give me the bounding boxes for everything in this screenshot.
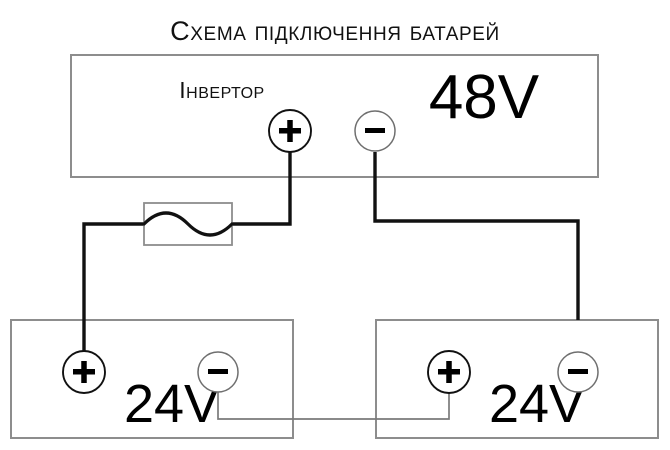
wire-series-link-batteries bbox=[217, 392, 450, 420]
inverter-box bbox=[70, 54, 599, 178]
inverter-negative-terminal[interactable] bbox=[354, 110, 396, 152]
battery-right-negative-terminal[interactable] bbox=[557, 351, 599, 393]
wire-inverter-minus-to-battery-right bbox=[373, 152, 580, 320]
page-title: Схема підключення батарей bbox=[170, 16, 500, 46]
battery-left-negative-terminal[interactable] bbox=[197, 351, 239, 393]
fuse-symbol bbox=[142, 202, 234, 246]
inverter-positive-terminal[interactable] bbox=[268, 109, 312, 153]
wire-inverter-plus-to-fuse bbox=[232, 152, 292, 226]
inverter-voltage-label: 48V bbox=[429, 63, 540, 132]
battery-right-positive-terminal[interactable] bbox=[427, 350, 471, 394]
wire-fuse-to-battery-left-plus bbox=[82, 222, 144, 352]
battery-left-positive-terminal[interactable] bbox=[62, 350, 106, 394]
inverter-label: Інвертор bbox=[179, 77, 264, 103]
